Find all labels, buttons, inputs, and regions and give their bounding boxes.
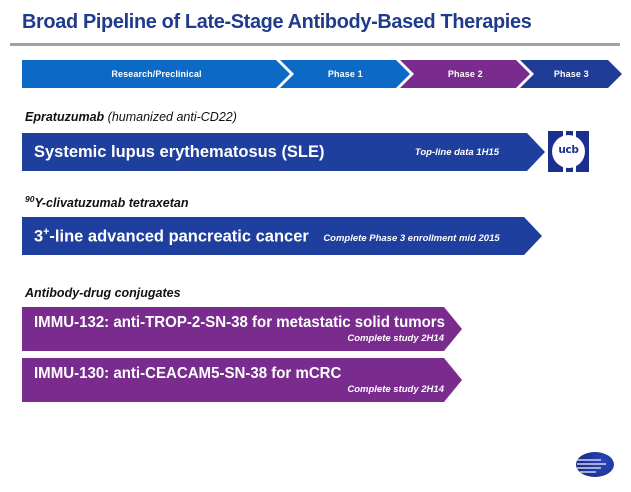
ucb-logo-bar-right (573, 131, 576, 172)
milestone-sle: Top-line data 1H15 (414, 146, 499, 158)
milestone-immu-132: Complete study 2H14 (347, 332, 444, 344)
globe-icon-band-4 (580, 471, 596, 473)
globe-icon-band-2 (577, 463, 606, 465)
phase-segment-research-label: Research/Preclinical (110, 68, 202, 80)
milestone-pancreatic: Complete Phase 3 enrollment mid 2015 (323, 232, 500, 244)
phase-segment-phase-1[interactable]: Phase 1 (280, 60, 410, 88)
immunomedics-globe-logo (576, 452, 614, 477)
program-isotope-superscript: 90 (25, 194, 35, 204)
indication-bar-immu-132[interactable]: IMMU-132: anti-TROP-2-SN-38 for metastat… (22, 307, 462, 351)
phase-segment-research[interactable]: Research/Preclinical (22, 60, 290, 88)
section-heading-adc-label: Antibody-drug conjugates (25, 286, 181, 300)
program-label-clivatuzumab: 90Y-clivatuzumab tetraxetan (25, 194, 188, 210)
program-label-epratuzumab: Epratuzumab (humanized anti-CD22) (25, 110, 237, 124)
globe-icon-band-1 (577, 459, 601, 461)
indication-label-immu-132: IMMU-132: anti-TROP-2-SN-38 for metastat… (34, 313, 446, 331)
program-name-epratuzumab: Epratuzumab (25, 110, 105, 124)
indication-bar-immu-130[interactable]: IMMU-130: anti-CEACAM5-SN-38 for mCRC Co… (22, 358, 462, 402)
indication-bar-pancreatic[interactable]: 3+-line advanced pancreatic cancer Compl… (22, 217, 542, 255)
ucb-logo-circle (552, 135, 585, 168)
indication-line-superscript: + (43, 225, 50, 238)
indication-line-prefix: 3 (34, 226, 44, 246)
phase-segment-phase-1-label: Phase 1 (327, 68, 363, 80)
section-heading-adc: Antibody-drug conjugates (25, 286, 181, 300)
pipeline-phase-bar: Research/Preclinical Phase 1 Phase 2 Pha… (22, 60, 622, 88)
ucb-logo: ucb (548, 131, 589, 172)
program-name-clivatuzumab: Y-clivatuzumab tetraxetan (34, 196, 189, 211)
ucb-logo-bar-left (563, 131, 566, 172)
phase-segment-phase-2[interactable]: Phase 2 (400, 60, 530, 88)
indication-label-pancreatic: 3+-line advanced pancreatic cancer (34, 226, 309, 247)
title-divider (10, 43, 620, 46)
phase-segment-phase-3[interactable]: Phase 3 (520, 60, 622, 88)
milestone-immu-130: Complete study 2H14 (347, 383, 444, 395)
globe-icon-band-3 (577, 467, 601, 469)
phase-segment-phase-2-label: Phase 2 (447, 68, 483, 80)
indication-label-immu-130: IMMU-130: anti-CEACAM5-SN-38 for mCRC (34, 364, 342, 382)
indication-label-sle: Systemic lupus erythematosus (SLE) (34, 142, 325, 161)
indication-bar-sle[interactable]: Systemic lupus erythematosus (SLE) Top-l… (22, 133, 545, 171)
phase-segment-phase-3-label: Phase 3 (553, 68, 589, 80)
ucb-logo-wordmark: ucb (558, 144, 579, 156)
page-title: Broad Pipeline of Late-Stage Antibody-Ba… (22, 10, 532, 33)
program-desc-epratuzumab: (humanized anti-CD22) (104, 110, 237, 124)
indication-line-text: -line advanced pancreatic cancer (49, 226, 309, 246)
